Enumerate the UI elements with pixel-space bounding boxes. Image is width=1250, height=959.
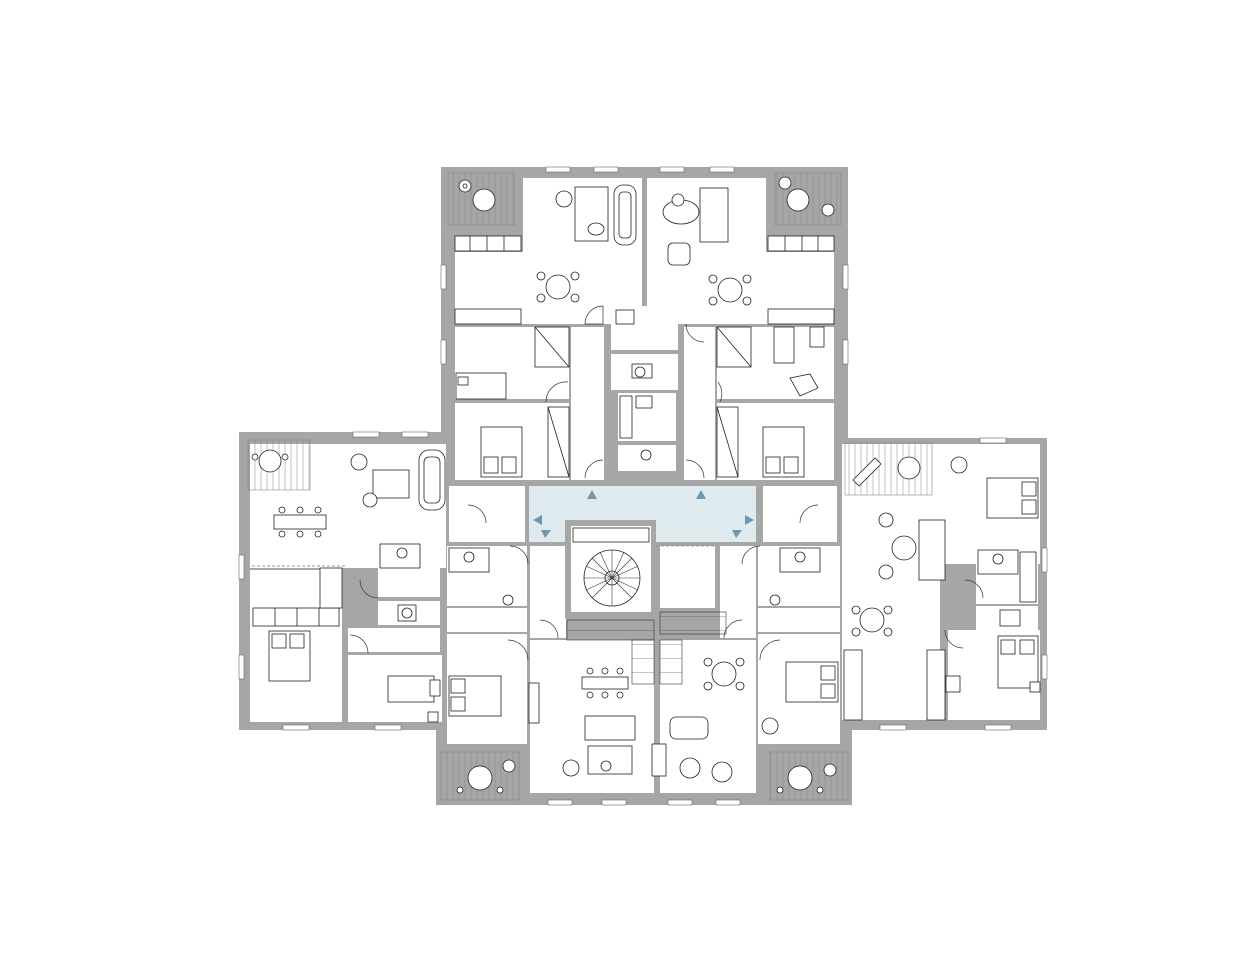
corridor-arrow-4 [745, 515, 754, 525]
corridor-arrow-6 [732, 530, 742, 538]
rug-bl [587, 745, 633, 775]
sofa-br [669, 716, 709, 740]
balcony-table [472, 188, 496, 212]
corridor-arrow-5 [541, 530, 551, 538]
corridor-arrow-3 [533, 515, 542, 525]
corridor-arrow-2 [696, 490, 706, 499]
dining-table [545, 274, 571, 300]
corridor-arrow-1 [587, 490, 597, 499]
armchair [555, 190, 573, 208]
dining-table-long [273, 514, 327, 530]
doors [349, 305, 984, 661]
furniture [251, 176, 1041, 794]
windows [238, 166, 1048, 806]
desk [699, 187, 729, 243]
spiral-staircase [565, 520, 727, 685]
dining-table-bl [581, 676, 629, 690]
